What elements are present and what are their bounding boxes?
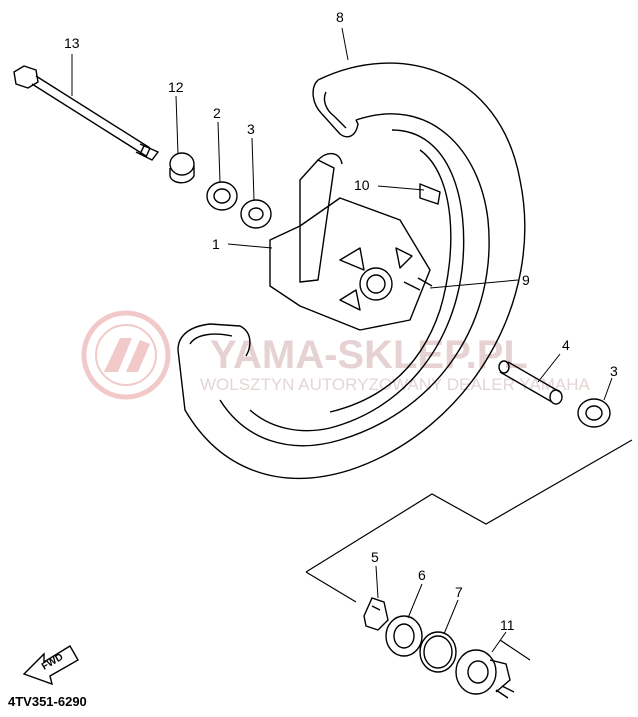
callout-7: 7 bbox=[455, 584, 463, 600]
callout-9: 9 bbox=[522, 272, 530, 288]
bearing-3-upper bbox=[240, 199, 272, 229]
callout-1: 1 bbox=[212, 236, 220, 252]
yamaha-tuning-fork-logo-icon bbox=[81, 310, 171, 400]
spacer-tube bbox=[498, 360, 563, 405]
watermark-subtitle: WOLSZTYN AUTORYZOWANY DEALER YAMAHA bbox=[200, 375, 590, 394]
callout-5: 5 bbox=[371, 549, 379, 565]
bearing-3-lower bbox=[577, 398, 611, 428]
callout-2: 2 bbox=[213, 105, 221, 121]
leader-lines bbox=[71, 27, 613, 653]
watermark-title: YAMA-SKLEP.PL bbox=[210, 333, 528, 377]
wheel-rim bbox=[177, 62, 526, 480]
callout-12: 12 bbox=[168, 79, 184, 95]
collar bbox=[169, 152, 195, 184]
callout-13: 13 bbox=[64, 35, 80, 51]
callout-6: 6 bbox=[418, 567, 426, 583]
meter-gear-unit bbox=[455, 649, 515, 699]
callout-3-lower: 3 bbox=[610, 363, 618, 379]
meter-clutch bbox=[363, 597, 389, 631]
group-bracket bbox=[305, 439, 633, 661]
forward-arrow: FWD bbox=[22, 645, 79, 686]
front-axle bbox=[13, 65, 160, 161]
callout-8: 8 bbox=[336, 9, 344, 25]
callout-3-upper: 3 bbox=[247, 121, 255, 137]
circlip bbox=[419, 631, 457, 673]
callouts: 13 12 2 3 8 10 1 9 4 3 5 6 7 11 bbox=[64, 9, 618, 633]
bearing-2 bbox=[206, 181, 238, 211]
callout-11: 11 bbox=[500, 617, 515, 633]
callout-10: 10 bbox=[354, 177, 370, 193]
watermark: YAMA-SKLEP.PL WOLSZTYN AUTORYZOWANY DEAL… bbox=[81, 310, 590, 400]
oil-seal bbox=[385, 615, 423, 657]
callout-4: 4 bbox=[562, 337, 570, 353]
part-code: 4TV351-6290 bbox=[8, 694, 87, 709]
